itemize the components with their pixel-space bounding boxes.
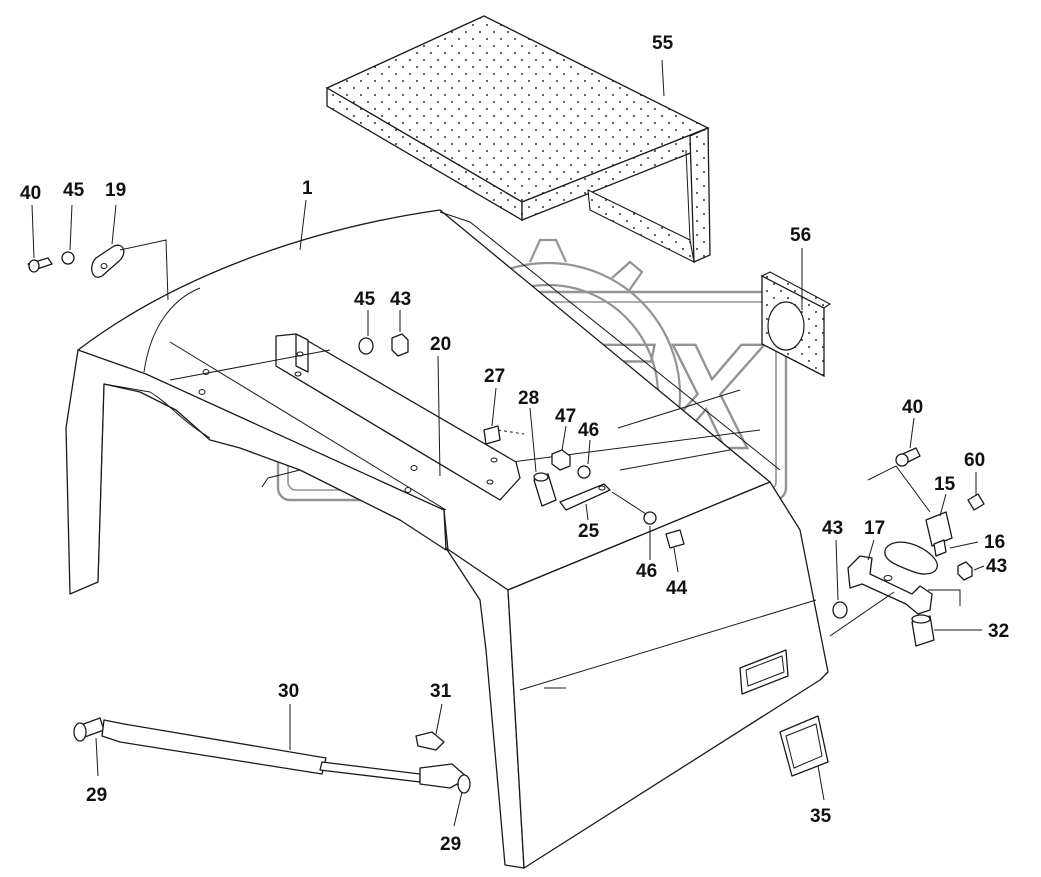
left-hardware [27, 244, 125, 278]
callout-46-lower: 46 [636, 561, 657, 582]
callout-30: 30 [278, 681, 299, 702]
callout-32: 32 [988, 621, 1009, 642]
callout-17: 17 [864, 518, 885, 539]
callout-29-left: 29 [86, 785, 107, 806]
part-30-strut-body [101, 719, 327, 775]
callout-55: 55 [652, 33, 674, 54]
callout-27: 27 [484, 366, 505, 387]
callout-16: 16 [984, 532, 1005, 553]
part-45-washer-left [61, 251, 75, 265]
callout-28: 28 [518, 388, 539, 409]
callout-31: 31 [430, 681, 452, 702]
gas-strut-assembly [73, 717, 471, 794]
part-27-pin [483, 425, 501, 445]
callout-40-left: 40 [20, 183, 41, 204]
part-35-handle-recess [779, 715, 829, 777]
part-44-bolt [665, 529, 685, 549]
part-56-foam-block [760, 271, 832, 378]
part-16-gasket [884, 541, 938, 575]
callout-45-hinge: 45 [354, 289, 376, 310]
callout-43-right: 43 [986, 556, 1007, 577]
callout-29-right: 29 [440, 834, 461, 855]
callout-47: 47 [555, 406, 576, 427]
latch-assembly [832, 447, 985, 647]
callout-19: 19 [105, 180, 126, 201]
part-25-link [559, 483, 611, 511]
part-55-insulation-mat [325, 15, 711, 263]
hinge-hardware [358, 333, 685, 549]
callout-44: 44 [666, 578, 688, 599]
callout-56: 56 [790, 225, 811, 246]
callout-labels: 55 56 40 45 19 1 45 43 20 27 28 47 46 25… [20, 33, 1009, 855]
callout-43-hinge: 43 [390, 289, 411, 310]
callout-15: 15 [934, 474, 956, 495]
part-17-bracket [847, 555, 933, 615]
callout-20: 20 [430, 334, 451, 355]
callout-40-right: 40 [902, 397, 923, 418]
callout-43-lower: 43 [822, 518, 843, 539]
part-43-nut-right [957, 561, 973, 581]
part-46-washer [577, 465, 591, 479]
callout-1: 1 [302, 178, 313, 199]
callout-25: 25 [578, 521, 600, 542]
part-46b-washer [643, 511, 657, 525]
part-43-nut-lower [832, 601, 848, 619]
part-19-plate [91, 244, 125, 278]
callout-46-upper: 46 [578, 420, 599, 441]
callout-45-left: 45 [63, 180, 85, 201]
part-20-hinge-bracket [275, 333, 521, 501]
part-60-key [967, 493, 985, 511]
part-15-lock [925, 511, 953, 547]
callout-60: 60 [964, 450, 985, 471]
leader-lines [31, 59, 985, 827]
part-43-nut [391, 333, 409, 357]
part-31-clip [415, 731, 445, 751]
part-45-washer [358, 337, 374, 355]
callout-35: 35 [810, 806, 832, 827]
